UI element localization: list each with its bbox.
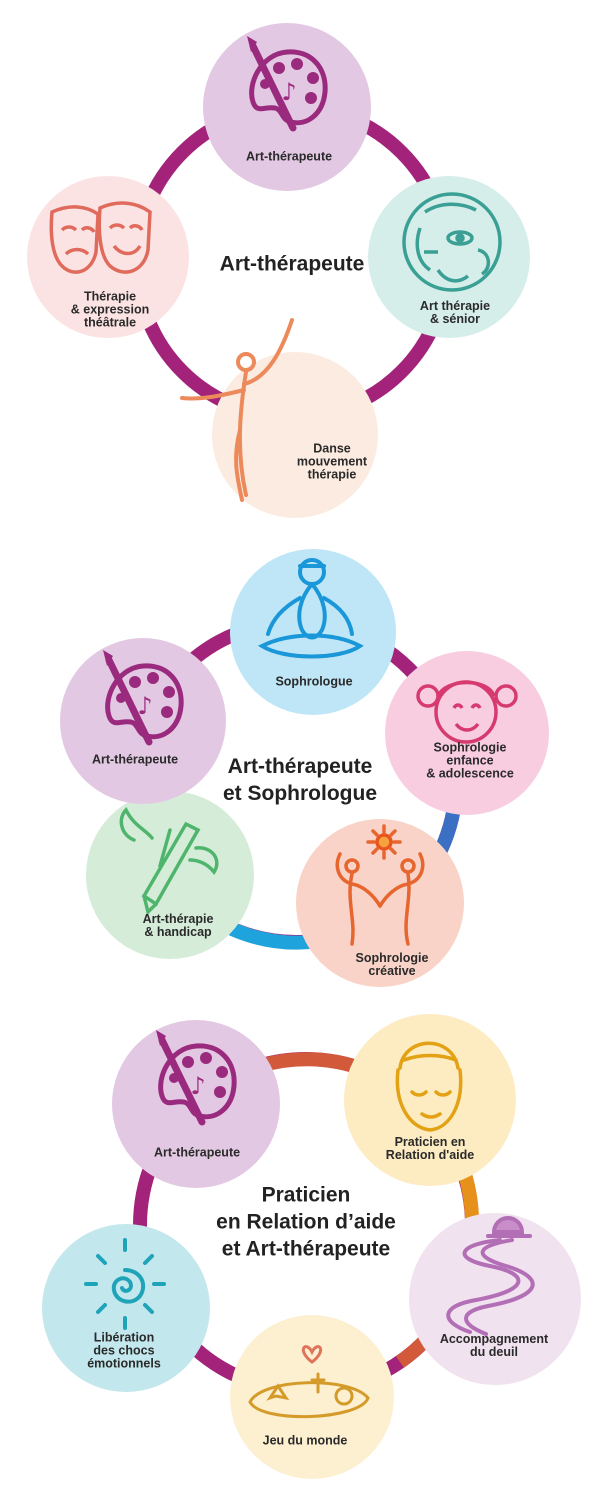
- face-collage-icon: [402, 192, 502, 292]
- winged-pencils-icon: [119, 807, 219, 916]
- node-art-therapeute-3[interactable]: [112, 1020, 280, 1188]
- dancing-couple-sun-icon: [335, 824, 425, 946]
- label-therapie-expression-theatrale: Thérapie & expression théâtrale: [70, 289, 150, 330]
- meditating-person-icon: [257, 558, 364, 659]
- label-liberation-chocs-emotionnels: Libération des chocs émotionnels: [87, 1330, 161, 1371]
- label-danse-mouvement-therapie: Danse mouvement thérapie: [296, 441, 368, 482]
- node-art-therapie-handicap[interactable]: [86, 791, 254, 959]
- node-art-therapeute-2[interactable]: [60, 638, 226, 804]
- node-therapie-expression-theatrale[interactable]: [27, 176, 189, 338]
- node-liberation-chocs-emotionnels[interactable]: [42, 1224, 210, 1392]
- node-sophrologie-creative[interactable]: [296, 819, 464, 987]
- dancer-icon: [180, 318, 294, 502]
- label-sophrologue: Sophrologue: [275, 674, 353, 689]
- spiral-sun-icon: [84, 1238, 166, 1330]
- label-jeu-du-monde: Jeu du monde: [262, 1433, 348, 1448]
- node-accompagnement-deuil[interactable]: [409, 1213, 581, 1385]
- diagram-2: [60, 549, 549, 987]
- node-jeu-du-monde[interactable]: [230, 1315, 394, 1479]
- label-accompagnement-deuil: Accompagnement du deuil: [439, 1332, 549, 1359]
- theater-masks-icon: [49, 201, 152, 274]
- node-sophrologue[interactable]: [230, 549, 396, 715]
- label-sophrologie-creative: Sophrologie créative: [355, 951, 429, 978]
- diagram-1-title: Art-thérapeute: [219, 252, 365, 276]
- label-art-therapeute-2: Art-thérapeute: [91, 752, 179, 767]
- child-face-icon: [416, 680, 518, 744]
- label-art-therapeute-3: Art-thérapeute: [153, 1145, 241, 1160]
- node-art-therapie-senior[interactable]: [368, 176, 530, 338]
- winding-path-sunset-icon: [446, 1216, 535, 1336]
- diagram-3: [42, 1014, 581, 1479]
- serene-face-icon: [395, 1041, 463, 1132]
- label-sophrologie-enfance-adolescence: Sophrologie enfance & adolescence: [426, 740, 514, 781]
- label-praticien-relation-aide: Praticien en Relation d'aide: [385, 1135, 475, 1162]
- node-sophrologie-enfance-adolescence[interactable]: [385, 651, 549, 815]
- label-art-therapeute-1: Art-thérapeute: [245, 149, 333, 164]
- label-art-therapie-senior: Art thérapie & sénior: [419, 299, 491, 326]
- diagram-3-title: Praticien en Relation d’aide et Art-thér…: [216, 1183, 396, 1261]
- sandbox-world-icon: [248, 1345, 370, 1419]
- diagram-3-ring-red-top: [258, 1052, 363, 1075]
- label-art-therapie-handicap: Art-thérapie & handicap: [142, 912, 214, 939]
- node-praticien-relation-aide[interactable]: [344, 1014, 516, 1186]
- node-danse-mouvement-therapie[interactable]: [180, 318, 378, 518]
- diagram-2-title: Art-thérapeute et Sophrologue: [223, 755, 377, 805]
- diagram-1: [27, 23, 530, 518]
- node-art-therapeute-1[interactable]: [203, 23, 371, 191]
